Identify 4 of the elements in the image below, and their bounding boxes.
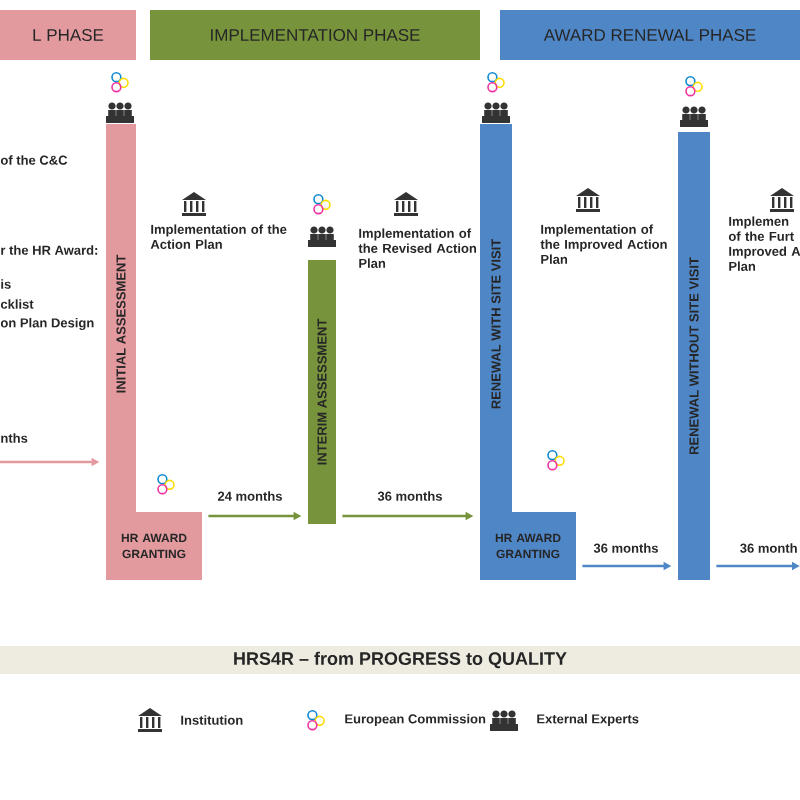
phase-banner: IMPLEMENTATION PHASE: [150, 10, 480, 60]
phase-banner: AWARD RENEWAL PHASE: [500, 10, 800, 60]
phase-banner: L PHASE: [0, 10, 136, 60]
title-band: HRS4R – from PROGRESS to QUALITY: [0, 646, 800, 674]
